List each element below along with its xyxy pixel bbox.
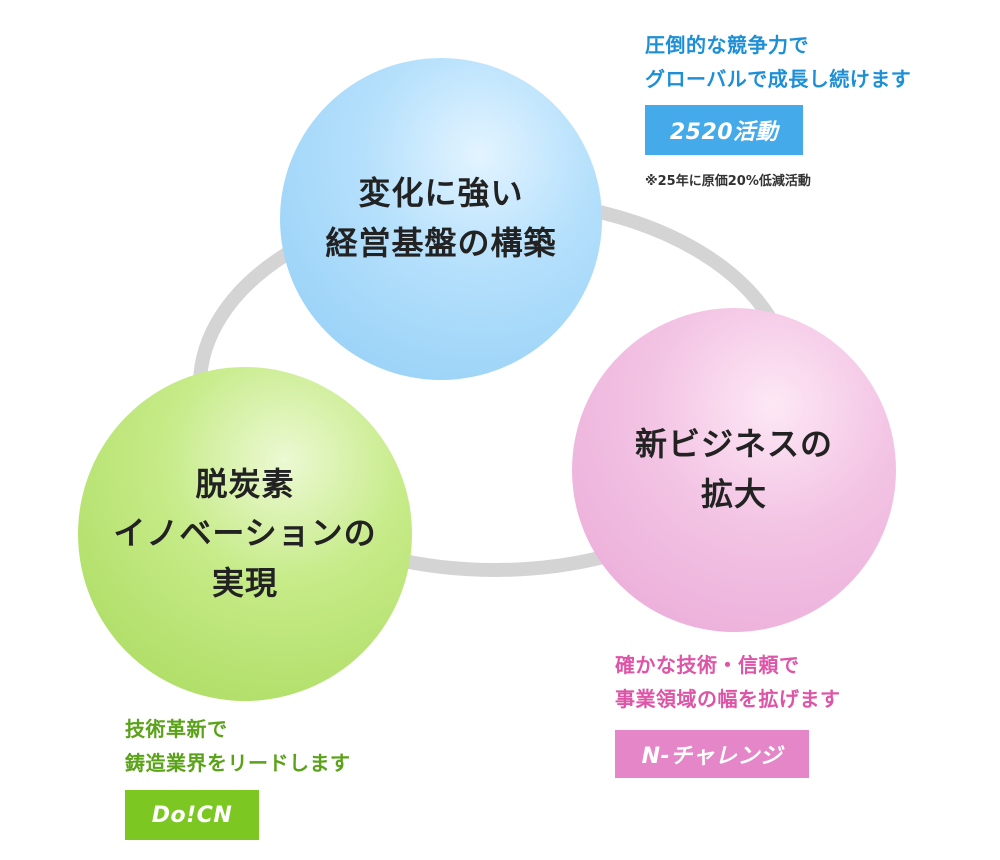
circle-pink-line-1: 新ビジネスの (634, 425, 833, 464)
caption-pink-line-2: 事業領域の幅を拡げます (615, 687, 841, 711)
caption-blue-line-1: 圧倒的な競争力で (645, 33, 809, 57)
tag-n-challenge: N-チャレンジ (615, 730, 809, 778)
caption-pink-line-1: 確かな技術・信頼で (615, 653, 800, 677)
caption-green-line-2: 鋳造業界をリードします (125, 751, 351, 775)
circle-blue-line-1: 変化に強い (358, 174, 524, 213)
caption-green-line-1: 技術革新で (125, 717, 228, 741)
caption-green: 技術革新で 鋳造業界をリードします (125, 712, 351, 780)
circle-green-line-3: 実現 (211, 563, 278, 602)
caption-blue-line-2: グローバルで成長し続けます (645, 67, 912, 91)
cost-reduction-note: ※25年に原価20%低減活動 (645, 174, 811, 189)
circle-new-business-expansion: 新ビジネスの 拡大 (572, 308, 896, 632)
circle-resilient-management: 変化に強い 経営基盤の構築 (280, 58, 602, 380)
tag-2520-activity: 2520活動 (645, 105, 803, 155)
circle-pink-line-2: 拡大 (700, 475, 767, 513)
caption-pink: 確かな技術・信頼で 事業領域の幅を拡げます (615, 648, 841, 716)
caption-blue: 圧倒的な競争力で グローバルで成長し続けます (645, 28, 911, 96)
circle-green-line-2: イノベーションの (113, 514, 377, 553)
circle-decarbonization-innovation: 脱炭素 イノベーションの 実現 (78, 367, 412, 701)
tag-do-cn: Do!CN (125, 790, 259, 840)
circle-blue-line-2: 経営基盤の構築 (325, 224, 557, 262)
circle-green-line-1: 脱炭素 (195, 464, 295, 503)
